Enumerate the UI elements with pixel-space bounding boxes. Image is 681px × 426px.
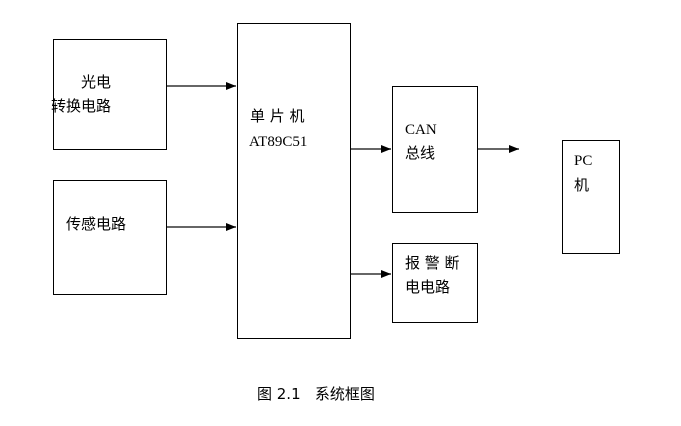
- block-label: CAN: [405, 122, 437, 138]
- mcu-block: 单 片 机 AT89C51: [237, 23, 351, 339]
- block-label: AT89C51: [249, 134, 308, 150]
- block-label: 总线: [405, 144, 436, 162]
- block-label: 光电: [81, 73, 112, 91]
- block-label: 单 片 机: [250, 107, 305, 125]
- block-label: 报 警 断: [405, 254, 460, 272]
- photoelectric-conversion-block: 光电 转换电路: [51, 39, 167, 150]
- block-label: PC: [574, 153, 593, 169]
- block-label: 转换电路: [51, 97, 112, 115]
- alarm-cutoff-block: 报 警 断 电电路: [392, 243, 478, 323]
- figure-caption: 图 2.1 系统框图: [257, 385, 375, 403]
- sensor-circuit-block: 传感电路: [53, 180, 167, 295]
- block-label: 传感电路: [66, 215, 127, 233]
- can-bus-block: CAN 总线: [392, 86, 478, 213]
- block-label: 机: [574, 176, 590, 194]
- pc-block: PC 机: [562, 140, 620, 254]
- block-label: 电电路: [405, 278, 451, 296]
